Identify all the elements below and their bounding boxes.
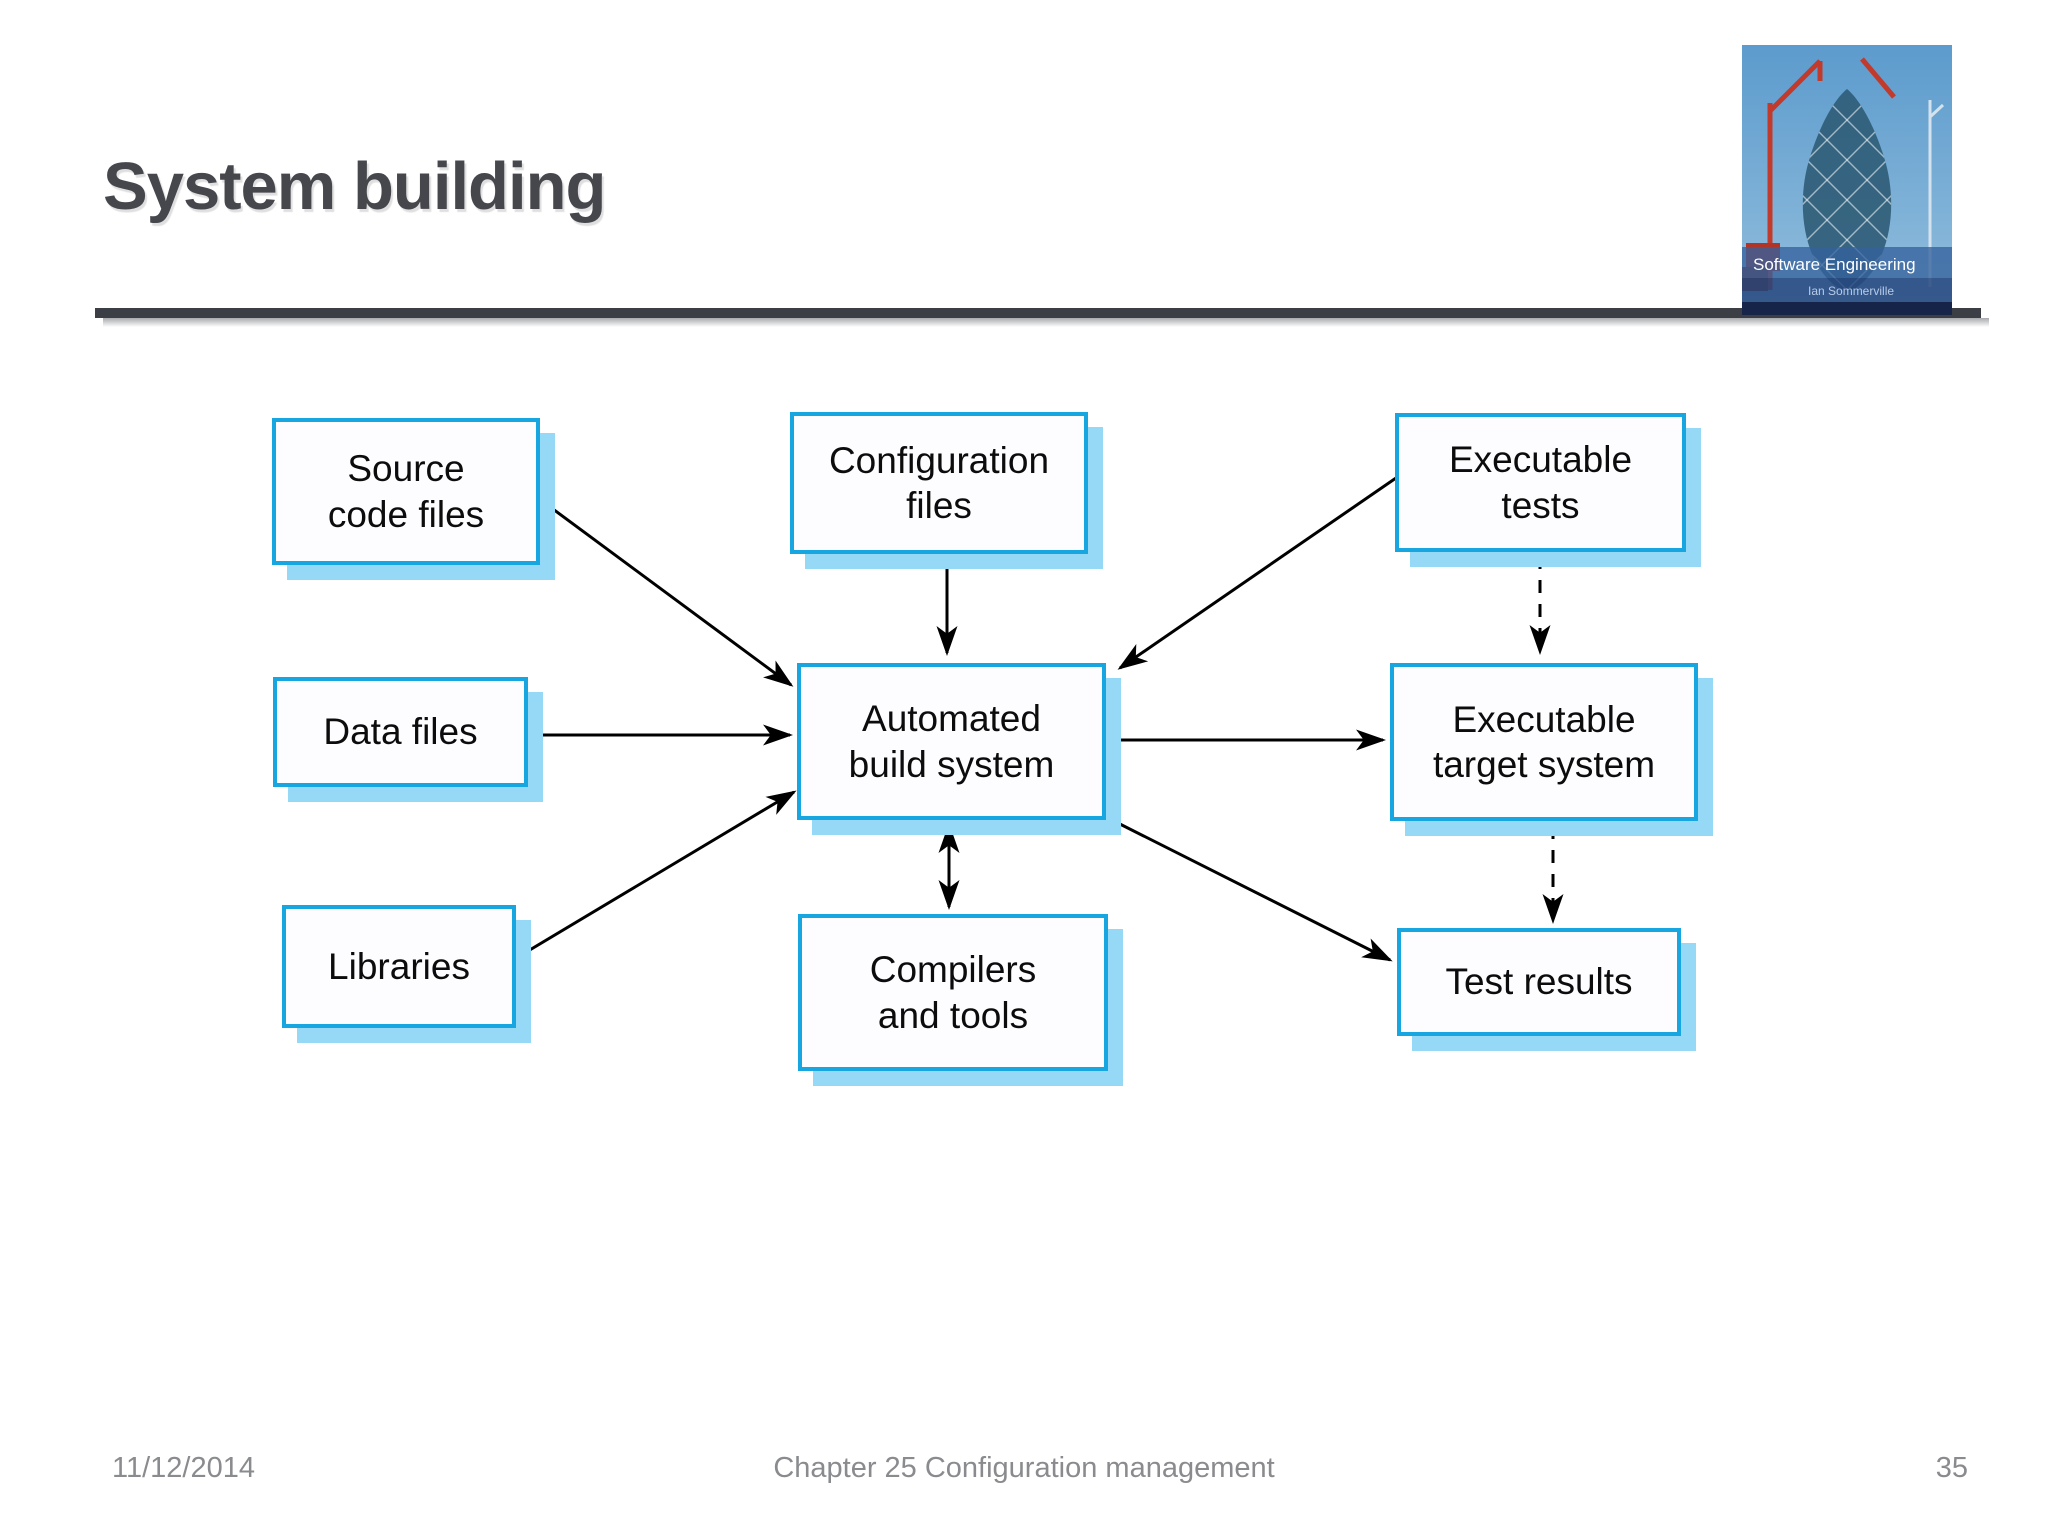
arrow-tests-to-build bbox=[1117, 476, 1397, 670]
node-label: Automated build system bbox=[848, 698, 1055, 785]
node-label: Configuration files bbox=[828, 439, 1050, 526]
node-executable-tests: Executable tests bbox=[1395, 413, 1686, 552]
node-executable-target-system: Executable target system bbox=[1390, 663, 1698, 821]
footer-page-number: 35 bbox=[1935, 1452, 1968, 1484]
node-compilers-and-tools: Compilers and tools bbox=[798, 914, 1108, 1071]
title-rule-shadow bbox=[103, 318, 1989, 327]
node-libraries: Libraries bbox=[282, 905, 516, 1028]
arrow-build-to-results bbox=[1105, 815, 1393, 962]
logo-author: Ian Sommerville bbox=[1808, 284, 1894, 298]
node-label: Executable tests bbox=[1448, 439, 1633, 526]
logo-author-band bbox=[1742, 278, 1952, 302]
page-title: System building bbox=[103, 149, 606, 224]
node-label: Test results bbox=[1445, 961, 1633, 1003]
node-source-code-files: Source code files bbox=[272, 418, 540, 565]
footer-title: Chapter 25 Configuration management bbox=[773, 1452, 1275, 1484]
node-configuration-files: Configuration files bbox=[790, 412, 1088, 554]
logo-bottom-strip bbox=[1742, 302, 1952, 315]
node-label: Executable target system bbox=[1432, 698, 1656, 785]
logo-title-band bbox=[1742, 247, 1952, 278]
arrow-libraries-to-build bbox=[512, 790, 797, 962]
node-test-results: Test results bbox=[1397, 928, 1681, 1036]
node-automated-build-system: Automated build system bbox=[797, 663, 1106, 820]
node-label: Source code files bbox=[327, 448, 485, 535]
logo-title: Software Engineering bbox=[1753, 255, 1916, 274]
software-engineering-book-cover: Software Engineering Ian Sommerville bbox=[1742, 45, 1952, 315]
node-label: Compilers and tools bbox=[869, 949, 1037, 1036]
gherkin-building bbox=[1802, 89, 1892, 293]
node-data-files: Data files bbox=[273, 677, 528, 787]
node-label: Data files bbox=[323, 711, 478, 753]
title-rule bbox=[95, 308, 1981, 318]
arrow-source-to-build bbox=[537, 496, 794, 687]
node-label: Libraries bbox=[328, 945, 470, 987]
footer-date: 11/12/2014 bbox=[112, 1452, 255, 1484]
